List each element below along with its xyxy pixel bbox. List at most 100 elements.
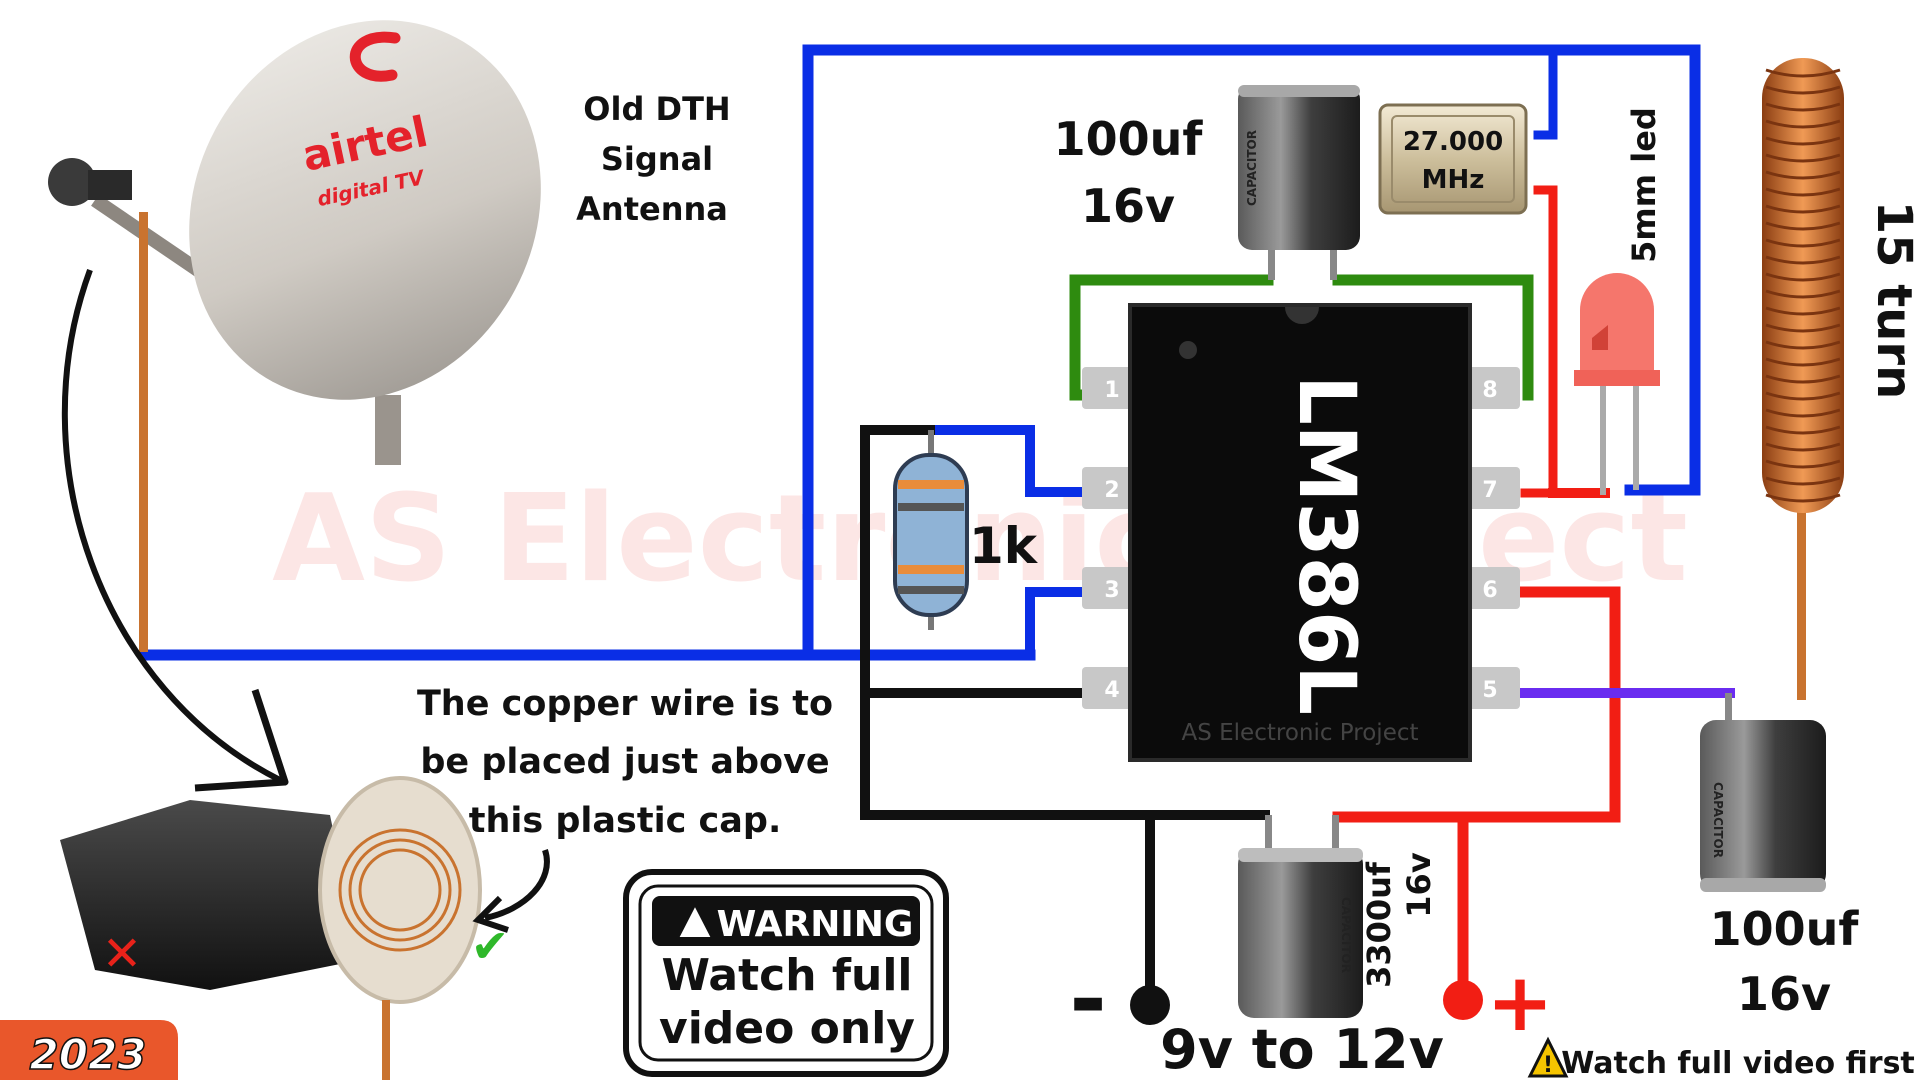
resistor-band-1 xyxy=(898,480,964,489)
cap-right-value: 100uf xyxy=(1710,902,1860,956)
ic-pin-label-5: 5 xyxy=(1482,678,1497,703)
capacitor-bottom: CAPACITOR 3300uf 16v xyxy=(1238,815,1438,1018)
coil-turn xyxy=(1765,238,1841,248)
lnb-coil-lead xyxy=(382,1000,390,1080)
coil-turn xyxy=(1765,255,1841,265)
ic-pin-label-8: 8 xyxy=(1482,378,1497,403)
coil-turn xyxy=(1765,340,1841,350)
dish-lnb-head xyxy=(48,158,96,206)
antenna-label-3: Antenna xyxy=(576,190,728,228)
coil-turn xyxy=(1765,272,1841,282)
ic-pin-label-4: 4 xyxy=(1104,678,1119,703)
coil-turn xyxy=(1765,204,1841,214)
resistor-band-3 xyxy=(898,565,964,574)
dish-lnb-mount xyxy=(88,170,132,200)
wire-red-crystal xyxy=(1520,185,1558,498)
cap-bottom-rim xyxy=(1238,848,1363,862)
footer-warning-icon xyxy=(1527,1036,1569,1078)
coil-body xyxy=(1762,58,1844,513)
pointer-arrow-head-icon xyxy=(472,895,509,933)
cap-top-value: 100uf xyxy=(1054,112,1204,166)
wire-red-pin6 xyxy=(1332,586,1621,823)
airtel-logo-icon xyxy=(349,31,401,82)
note-line-3: this plastic cap. xyxy=(469,801,782,841)
cap-right-body xyxy=(1700,720,1826,890)
footer-warning-icon-mark: ! xyxy=(1543,1053,1553,1078)
lnb-body xyxy=(60,800,360,990)
coil-turn xyxy=(1765,425,1841,435)
antenna-copper-wire xyxy=(139,212,148,652)
coil-turns xyxy=(1765,68,1841,503)
ic-pin-label-2: 2 xyxy=(1104,478,1119,503)
pointer-arrow-icon xyxy=(484,849,550,921)
warning-header xyxy=(652,896,920,946)
coil-turn xyxy=(1765,357,1841,367)
cap-bottom-body xyxy=(1238,848,1363,1018)
ic-pin-3 xyxy=(1082,567,1137,609)
crystal-body xyxy=(1378,103,1528,215)
cap-right-lead xyxy=(1725,693,1732,725)
cap-right-voltage: 16v xyxy=(1737,967,1831,1021)
coil-turn xyxy=(1765,374,1841,384)
cap-top-body xyxy=(1238,85,1360,250)
resistor: 1k xyxy=(893,430,1039,630)
supply-positive-terminal xyxy=(1443,980,1483,1020)
cap-bottom-lead-1 xyxy=(1265,815,1272,855)
curved-arrow-icon xyxy=(61,268,282,783)
warning-box: WARNING Watch full video only xyxy=(623,869,949,1077)
ic-pin-8 xyxy=(1465,367,1520,409)
dth-dish: airtel digital TV xyxy=(48,20,541,652)
coil-turn xyxy=(1765,306,1841,316)
coil-turn xyxy=(1765,459,1841,469)
supply-negative-terminal xyxy=(1130,985,1170,1025)
ic-name: LM386L xyxy=(1281,375,1371,715)
cap-right-rim xyxy=(1700,878,1826,892)
cross-mark-icon: ✕ xyxy=(102,926,142,982)
coil-turn xyxy=(1765,119,1841,129)
capacitor-top: CAPACITOR 100uf 16v xyxy=(1054,85,1360,280)
antenna-coil: 15 turn xyxy=(1762,58,1920,700)
arrow-head-icon xyxy=(194,688,289,792)
cap-bottom-lead-2 xyxy=(1332,815,1339,855)
coil-turn xyxy=(1765,391,1841,401)
led: 5mm led xyxy=(1574,107,1663,495)
cap-bottom-voltage: 16v xyxy=(1400,852,1438,918)
cap-bottom-value: 3300uf xyxy=(1360,861,1398,988)
coil-turn xyxy=(1765,170,1841,180)
coil-turn xyxy=(1765,85,1841,95)
supply-label: 9v to 12v xyxy=(1160,1018,1444,1080)
cap-top-rim xyxy=(1238,85,1360,97)
coil-label: 15 turn xyxy=(1866,201,1920,399)
note-line-1: The copper wire is to xyxy=(417,684,833,724)
ic-footer: AS Electronic Project xyxy=(1181,720,1418,746)
ic-pin-1 xyxy=(1082,367,1137,409)
lnb-coil-ring-2 xyxy=(348,838,452,942)
ic-pin-7 xyxy=(1465,467,1520,509)
crystal: 27.000 MHz xyxy=(1378,103,1528,215)
lnb-coil-ring-3 xyxy=(358,848,442,932)
warning-line-1: Watch full xyxy=(661,950,912,1001)
footer-note: ! Watch full video first xyxy=(1527,1036,1915,1081)
coil-turn xyxy=(1765,408,1841,418)
cap-top-voltage: 16v xyxy=(1081,179,1175,233)
coil-turn xyxy=(1765,476,1841,486)
wire-blue-pin3 xyxy=(1025,587,1090,660)
crystal-line-2: MHz xyxy=(1422,165,1485,195)
coil-turn xyxy=(1765,289,1841,299)
coil-turn xyxy=(1765,153,1841,163)
year-badge: 2023 xyxy=(0,1020,178,1080)
cap-bottom-body-text: CAPACITOR xyxy=(1339,897,1353,973)
cap-top-body-text: CAPACITOR xyxy=(1245,130,1259,206)
antenna-label-1: Old DTH xyxy=(583,90,730,128)
coil-turn xyxy=(1765,323,1841,333)
cap-top-lead-1 xyxy=(1268,250,1275,280)
lnb-coil-ring-1 xyxy=(338,828,462,952)
supply-minus-sign: - xyxy=(1069,947,1106,1052)
coil-turn xyxy=(1765,187,1841,197)
resistor-body xyxy=(893,453,969,617)
resistor-value: 1k xyxy=(969,517,1039,575)
ic-pin-6 xyxy=(1465,567,1520,609)
warning-line-2: video only xyxy=(659,1003,915,1054)
crystal-line-1: 27.000 xyxy=(1403,127,1503,157)
